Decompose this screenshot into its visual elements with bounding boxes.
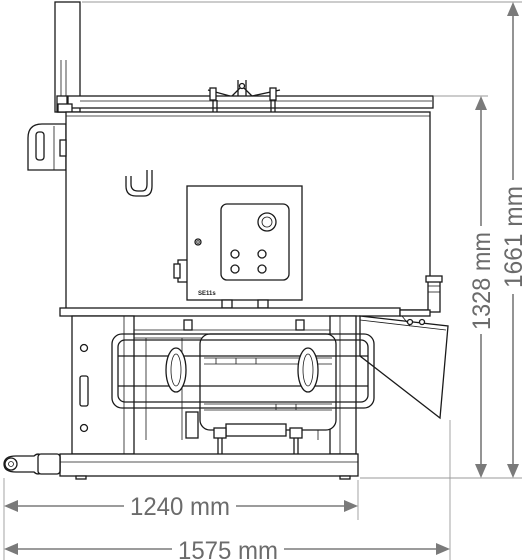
tow-bar: [3, 453, 61, 475]
dimension-width-total: 1575 mm: [4, 537, 450, 560]
dimension-height-total: 1661 mm: [500, 2, 525, 478]
lid-center-bracket: [231, 80, 253, 97]
dimension-label-1661: 1661 mm: [500, 186, 525, 288]
discharge-chute: [359, 315, 449, 420]
mixer-machine: SE11s: [3, 1, 449, 480]
dimension-lines: 1240 mm 1575 mm 1328 mm 1661 mm: [3, 1, 525, 560]
control-panel: SE11s: [186, 185, 303, 309]
dimension-height-body: 1328 mm: [468, 96, 496, 478]
discharge-fitting: [425, 275, 443, 313]
dimension-label-1575: 1575 mm: [178, 537, 278, 560]
lid-frame: [57, 95, 434, 113]
dimension-label-1240: 1240 mm: [130, 493, 230, 521]
guard-loop: [111, 333, 375, 409]
side-hinge-bracket: [27, 123, 67, 171]
drum-bottom-rim: [59, 307, 431, 317]
dimension-label-1328: 1328 mm: [468, 232, 496, 330]
panel-badge: SE11s: [198, 291, 216, 297]
base-skid: [59, 453, 359, 480]
dimension-width-base: 1240 mm: [4, 493, 358, 521]
